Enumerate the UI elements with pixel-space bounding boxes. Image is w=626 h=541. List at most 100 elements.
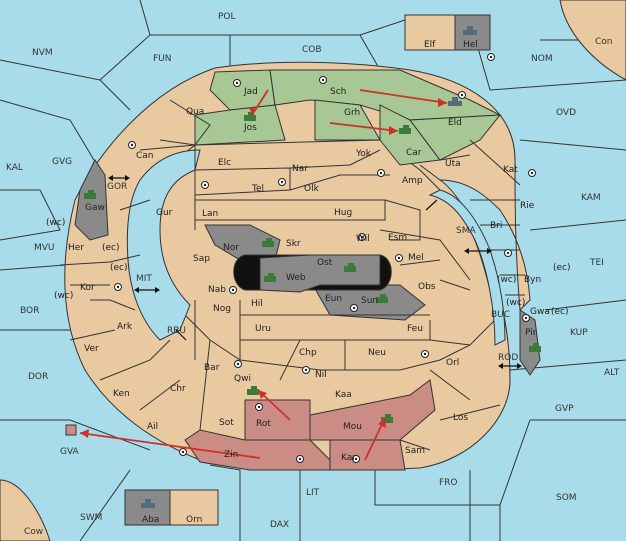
label-web: Web (286, 273, 306, 283)
label-ec2: (ec) (110, 263, 128, 273)
label-dax: DAX (270, 520, 289, 530)
label-nor: Nor (223, 243, 239, 253)
army-unit-icon (262, 238, 274, 247)
label-kat: Kat (503, 165, 518, 175)
label-wil: Wil (356, 234, 370, 244)
label-wc1: (wc) (46, 218, 65, 228)
fleet-unit-icon (463, 26, 477, 35)
label-cob: COB (302, 45, 322, 55)
label-chp: Chp (299, 348, 317, 358)
label-bar: Bar (204, 363, 220, 373)
label-sch: Sch (330, 87, 346, 97)
label-los: Los (453, 413, 468, 423)
label-obs: Obs (418, 282, 436, 292)
label-elc: Elc (218, 158, 231, 168)
label-mvu: MVU (34, 243, 55, 253)
label-ec3: (ec) (553, 263, 571, 273)
label-orn: Orn (186, 515, 202, 525)
label-feu: Feu (407, 324, 423, 334)
label-wc3: (wc) (54, 291, 73, 301)
label-kor: Kor (80, 283, 95, 293)
label-qwi: Qwi (234, 374, 251, 384)
label-pir: Pir (525, 328, 537, 338)
inner-lake (126, 149, 201, 341)
label-rie: Rie (520, 201, 535, 211)
label-gor: GOR (107, 182, 127, 192)
label-rod: ROD (498, 353, 518, 363)
label-chr: Chr (170, 384, 186, 394)
fleet-unit-icon (448, 97, 462, 106)
label-wc2: (wc) (497, 275, 516, 285)
label-ver: Ver (84, 344, 99, 354)
label-alt: ALT (604, 368, 620, 378)
label-grh: Grh (344, 108, 360, 118)
label-eun: Eun (325, 294, 342, 304)
units (65, 26, 541, 508)
label-ost: Ost (317, 258, 333, 268)
label-swm: SWM (80, 513, 102, 523)
label-sma: SMA (456, 226, 476, 236)
label-lit: LIT (306, 488, 320, 498)
label-sap: Sap (193, 254, 210, 264)
label-gvp: GVP (555, 404, 574, 414)
label-kar: Kar (341, 453, 356, 463)
label-hug: Hug (334, 208, 352, 218)
label-jad: Jad (243, 87, 258, 97)
province-borders (59, 99, 525, 451)
province-jos[interactable] (194, 104, 286, 146)
province-gaw[interactable] (74, 159, 109, 241)
label-hil: Hil (251, 299, 263, 309)
label-car: Car (406, 148, 422, 158)
label-tel: Tel (251, 184, 264, 194)
label-ovd: OVD (556, 108, 576, 118)
army-unit-icon (264, 273, 276, 282)
label-rot: Rot (256, 419, 271, 429)
province-eld[interactable] (409, 114, 502, 161)
label-hel: Hel (463, 40, 478, 50)
label-neu: Neu (368, 348, 386, 358)
army-unit-icon (381, 414, 393, 423)
army-unit-icon (529, 343, 541, 352)
label-uru: Uru (255, 324, 271, 334)
label-ark: Ark (117, 322, 133, 332)
dislodged-unit-icon (65, 424, 77, 436)
label-byn: Byn (524, 275, 541, 285)
label-orl: Orl (446, 358, 459, 368)
label-kaa: Kaa (335, 390, 352, 400)
label-gur: Gur (156, 208, 173, 218)
province-elf[interactable] (404, 14, 456, 51)
label-gwa: Gwa (530, 307, 550, 317)
label-uta: Uta (445, 159, 461, 169)
label-dor: DOR (28, 372, 48, 382)
label-zin: Zin (224, 450, 238, 460)
label-mel: Mel (408, 253, 424, 263)
label-gaw: Gaw (85, 203, 105, 213)
label-mit: MIT (136, 274, 152, 284)
province-rot[interactable] (244, 399, 311, 441)
label-kup: KUP (570, 328, 588, 338)
label-ken: Ken (113, 389, 130, 399)
order-arrows (79, 89, 448, 461)
label-nar: Nar (292, 164, 308, 174)
label-mou: Mou (343, 422, 362, 432)
province-pir[interactable] (519, 309, 541, 376)
label-olk: Olk (304, 184, 320, 194)
label-lan: Lan (202, 209, 218, 219)
label-jos: Jos (243, 123, 257, 133)
label-aba: Aba (142, 515, 159, 525)
province-orn[interactable] (169, 489, 219, 526)
label-esm: Esm (388, 233, 407, 243)
label-elf: Elf (424, 40, 436, 50)
province-car[interactable] (379, 104, 441, 166)
label-fun: FUN (153, 54, 172, 64)
label-nil: Nil (315, 370, 327, 380)
label-can: Can (136, 151, 154, 161)
label-cow: Cow (24, 527, 43, 537)
sea-labels: POL NVM FUN COB NOM Con OVD KAL GVG GOR … (6, 12, 620, 537)
canal-arrows (108, 175, 522, 369)
label-qua: Qua (186, 107, 204, 117)
label-gvg: GVG (52, 157, 72, 167)
label-eld: Eld (448, 118, 462, 128)
